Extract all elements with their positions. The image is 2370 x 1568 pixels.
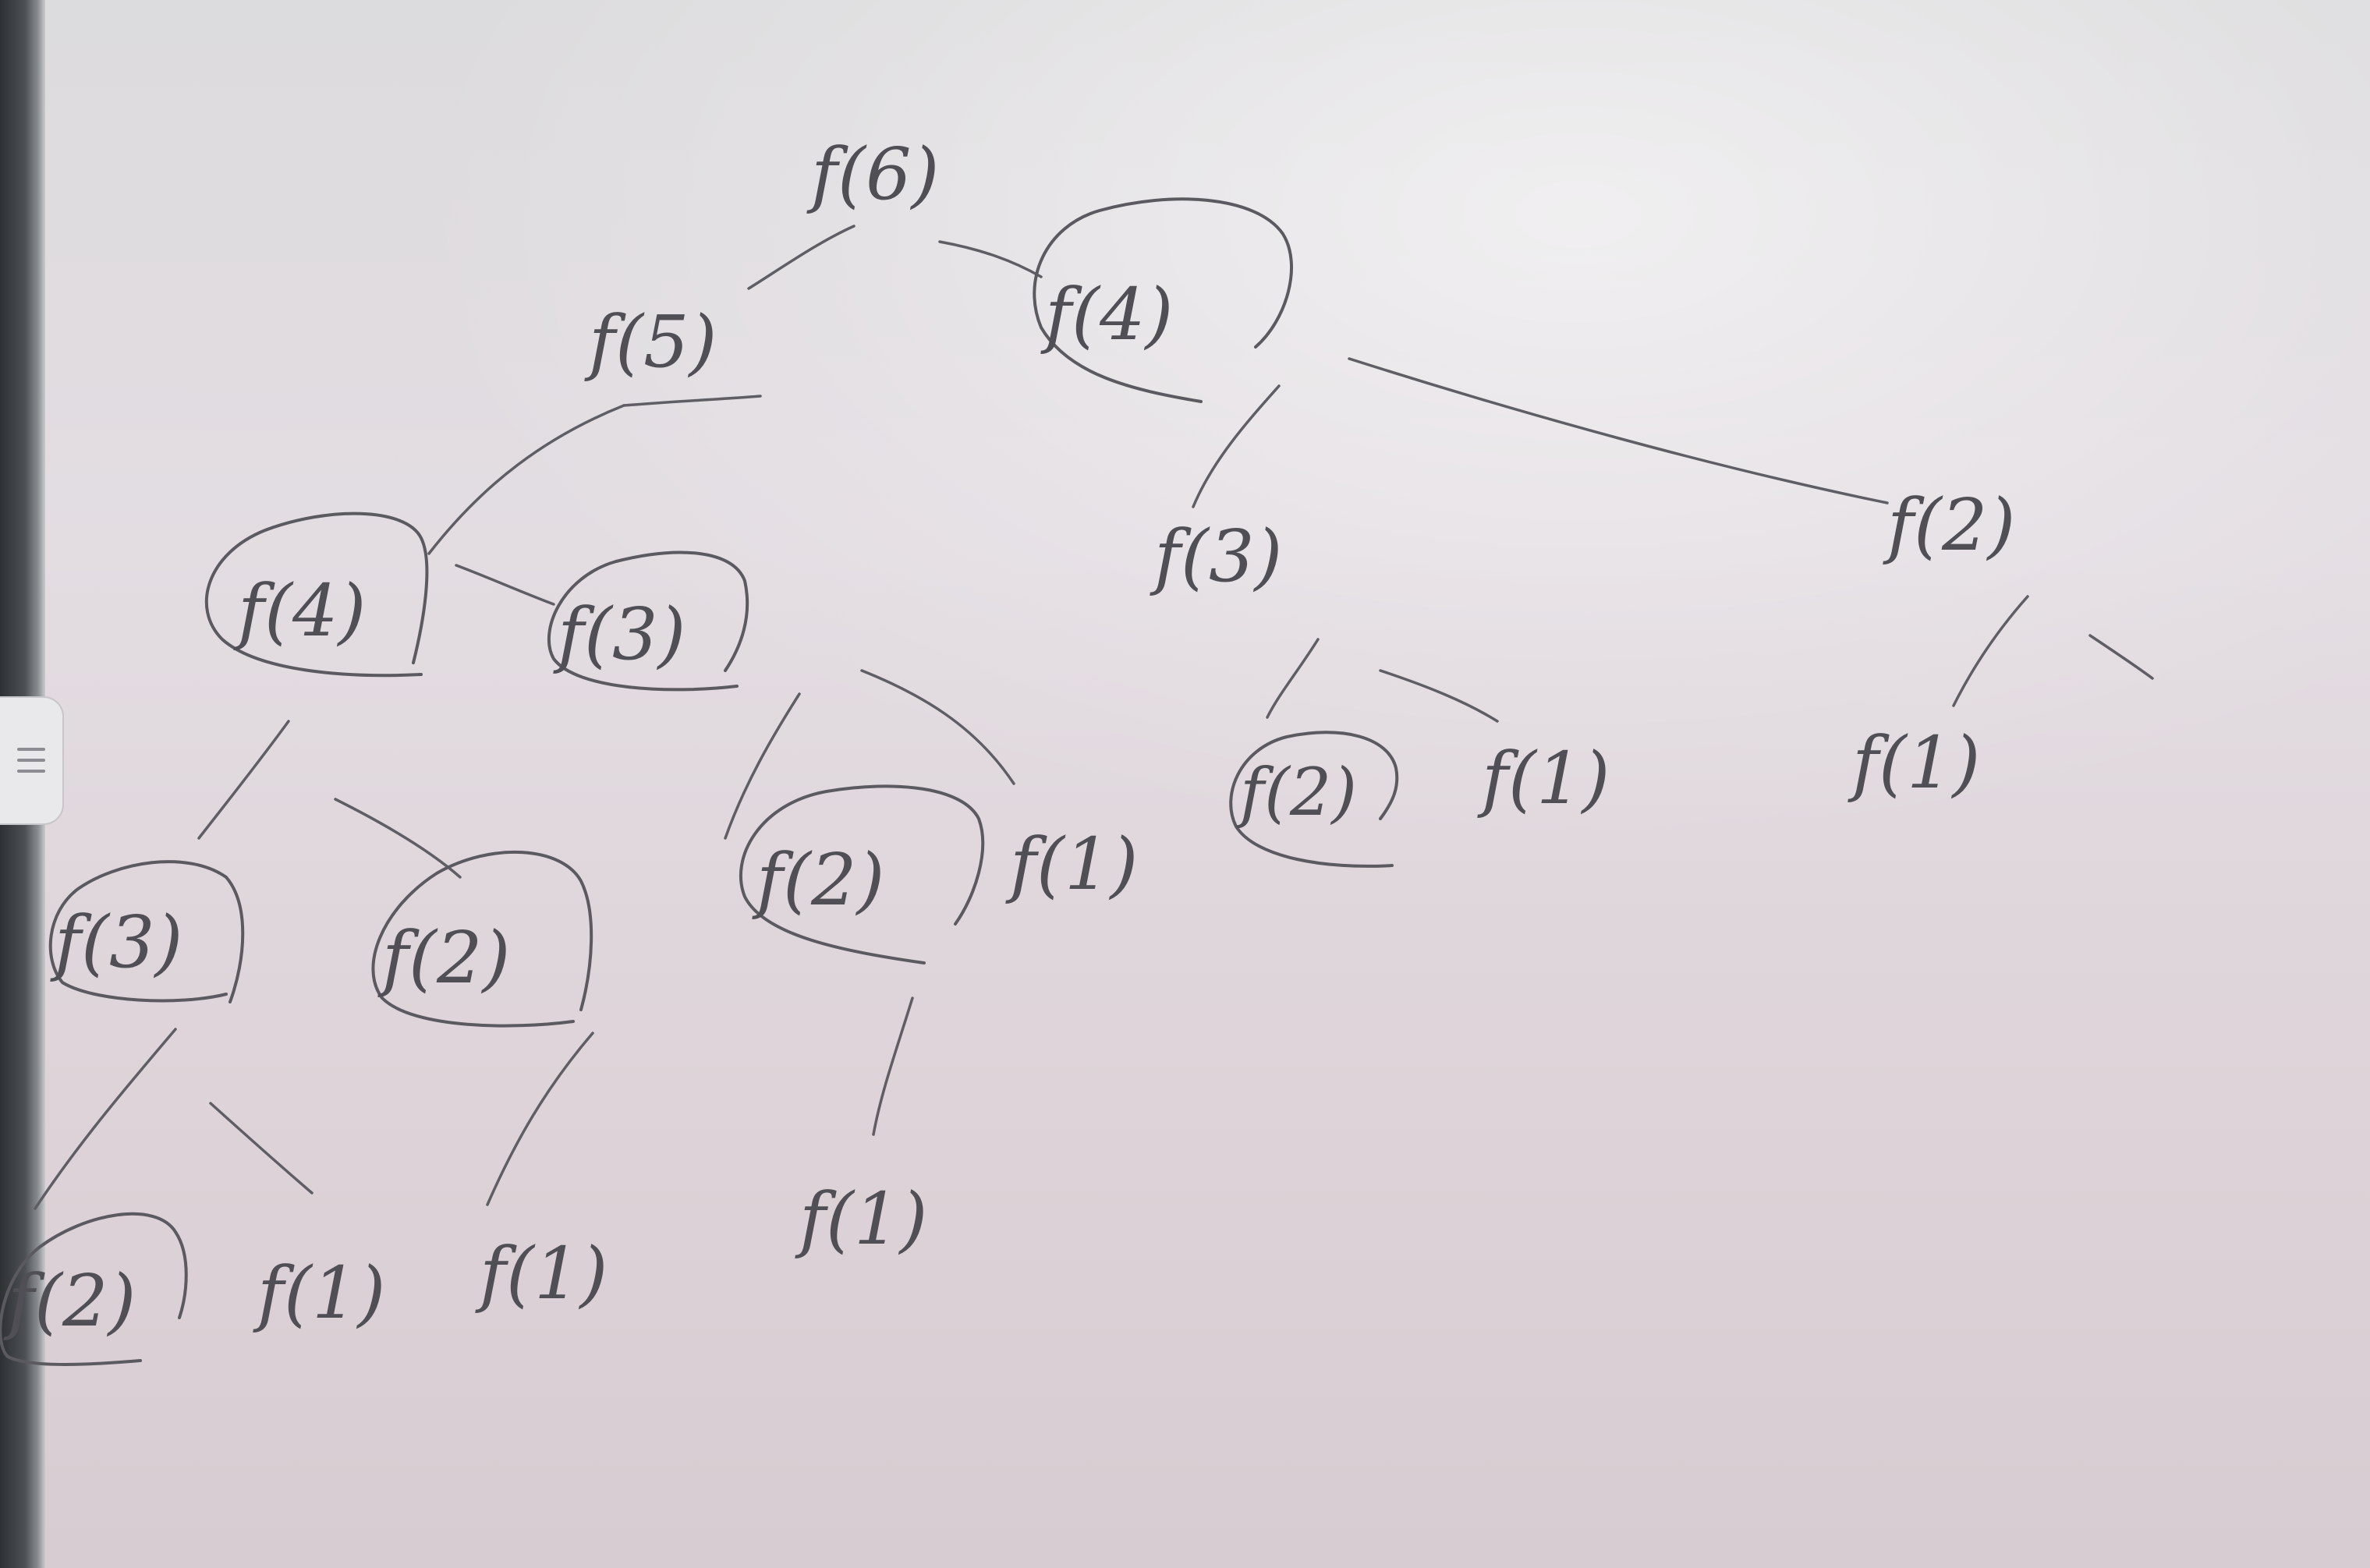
node-aaaa: f(2) [3,1259,136,1343]
circle-aaaa [0,1212,188,1366]
node-aaba: f(1) [475,1232,608,1315]
edge-aa-aab [334,798,462,879]
edge-bb-bbb [2088,634,2154,680]
node-aaab: f(1) [253,1251,385,1335]
node-aaa: f(3) [50,901,182,984]
edge-bb-bba [1952,595,2029,707]
node-abaa: f(1) [795,1177,927,1261]
circle-b [1033,197,1293,403]
circle-baa [1229,731,1399,868]
edge-ab-aba [724,692,801,840]
edge-ab-abb [860,669,1015,785]
edge-aab-aaba [486,1032,594,1206]
node-baa: f(2) [1235,754,1357,830]
edge-ba-bab [1379,669,1499,723]
edge-aa-ab [455,564,555,606]
side-panel-handle[interactable] [0,696,64,825]
node-aab: f(2) [377,916,510,1000]
edge-root-a [747,225,856,290]
repeat-circles [0,197,1399,1366]
edge-a-aa [427,404,625,555]
edge-ba-baa [1266,638,1320,719]
tree-node-labels: f(6) f(5) f(4) f(4) f(3) f(3) f(2) f(3) … [3,133,2015,1343]
node-root: f(6) [806,133,939,216]
circle-aa [204,511,429,678]
edge-b-ba [1192,384,1281,508]
edge-aba-abaa [872,996,914,1136]
node-a: f(5) [584,300,717,384]
node-ab: f(3) [553,593,685,676]
circle-aba [739,784,985,965]
node-abb: f(1) [1005,823,1138,906]
edge-aaa-aaab [209,1102,314,1195]
tree-edges [34,225,2154,1210]
circle-ab [547,550,749,692]
circle-aaa [48,860,245,1003]
edge-aaa-aaaa [34,1028,177,1210]
node-aa: f(4) [233,569,366,653]
node-bb: f(2) [1883,483,2015,567]
edge-aa-aaa [197,720,290,840]
node-bba: f(1) [1847,721,1980,805]
node-b: f(4) [1040,273,1173,356]
circle-aab [371,850,593,1028]
node-ba: f(3) [1150,515,1282,598]
edge-a-aa-bar [622,395,762,407]
edge-root-b [938,240,1043,278]
node-bab: f(1) [1477,737,1610,820]
node-aba: f(2) [752,838,884,922]
edge-b-bb [1348,357,1889,504]
